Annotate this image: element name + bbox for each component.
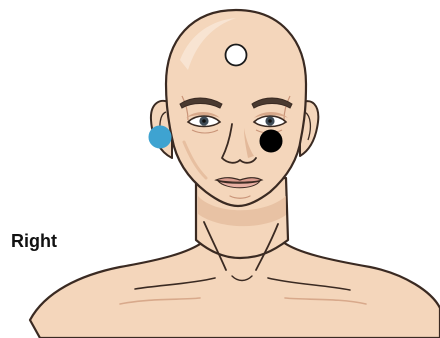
side-label: Right xyxy=(11,231,57,251)
ear-electrode xyxy=(149,126,171,148)
cheek-electrode xyxy=(260,130,282,152)
forehead-electrode xyxy=(226,45,247,66)
